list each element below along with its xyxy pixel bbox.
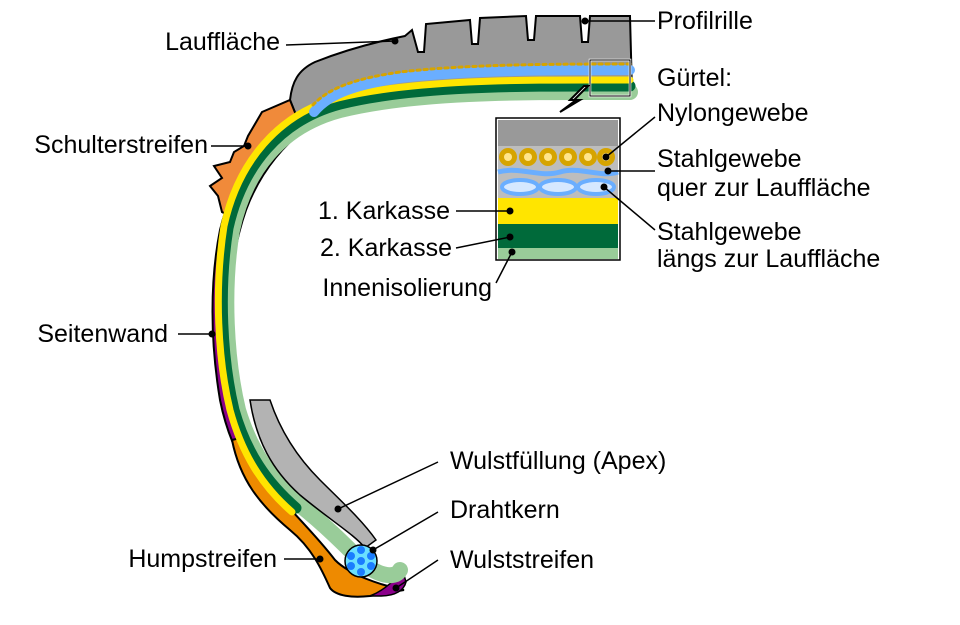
bead-core bbox=[344, 544, 378, 578]
label-humpstreifen: Humpstreifen bbox=[128, 545, 277, 573]
belt-layer bbox=[309, 65, 635, 117]
steel-cross-wave bbox=[497, 167, 619, 177]
carcass-layers bbox=[214, 62, 638, 584]
magnify-arrow bbox=[559, 85, 591, 113]
label-profilrille: Profilrille bbox=[657, 7, 753, 35]
carcass-1-layer bbox=[214, 76, 634, 516]
label-gürtel: Gürtel: bbox=[657, 64, 733, 92]
label-stahlgewebe-laengs-2: längs zur Lauffläche bbox=[657, 245, 881, 273]
label-stahlgewebe-quer-2: quer zur Lauffläche bbox=[657, 174, 871, 202]
label-lauffläche: Lauffläche bbox=[165, 28, 280, 56]
label-schulterstreifen: Schulterstreifen bbox=[34, 131, 208, 159]
label-drahtkern: Drahtkern bbox=[450, 496, 560, 524]
label-seitenwand: Seitenwand bbox=[37, 320, 168, 348]
label-wulststreifen: Wulststreifen bbox=[450, 546, 595, 574]
label-stahlgewebe-laengs-1: Stahlgewebe bbox=[657, 218, 802, 246]
label-karkasse1: 1. Karkasse bbox=[317, 197, 450, 225]
label-karkasse2: 2. Karkasse bbox=[319, 234, 452, 262]
leader-lines bbox=[178, 20, 656, 589]
carcass-2-layer bbox=[216, 80, 636, 514]
leader-dots bbox=[208, 17, 612, 592]
label-innenisolierung: Innenisolierung bbox=[322, 274, 492, 302]
steel-longitudinal-ellipses bbox=[500, 178, 616, 196]
label-stahlgewebe-quer-1: Stahlgewebe bbox=[657, 145, 802, 173]
apex-shape bbox=[249, 399, 378, 550]
belt-detail-inset bbox=[495, 117, 621, 261]
label-wulstfuellung: Wulstfüllung (Apex) bbox=[450, 447, 667, 475]
label-nylongewebe: Nylongewebe bbox=[657, 99, 809, 127]
nylon-belt-dots bbox=[310, 62, 632, 108]
